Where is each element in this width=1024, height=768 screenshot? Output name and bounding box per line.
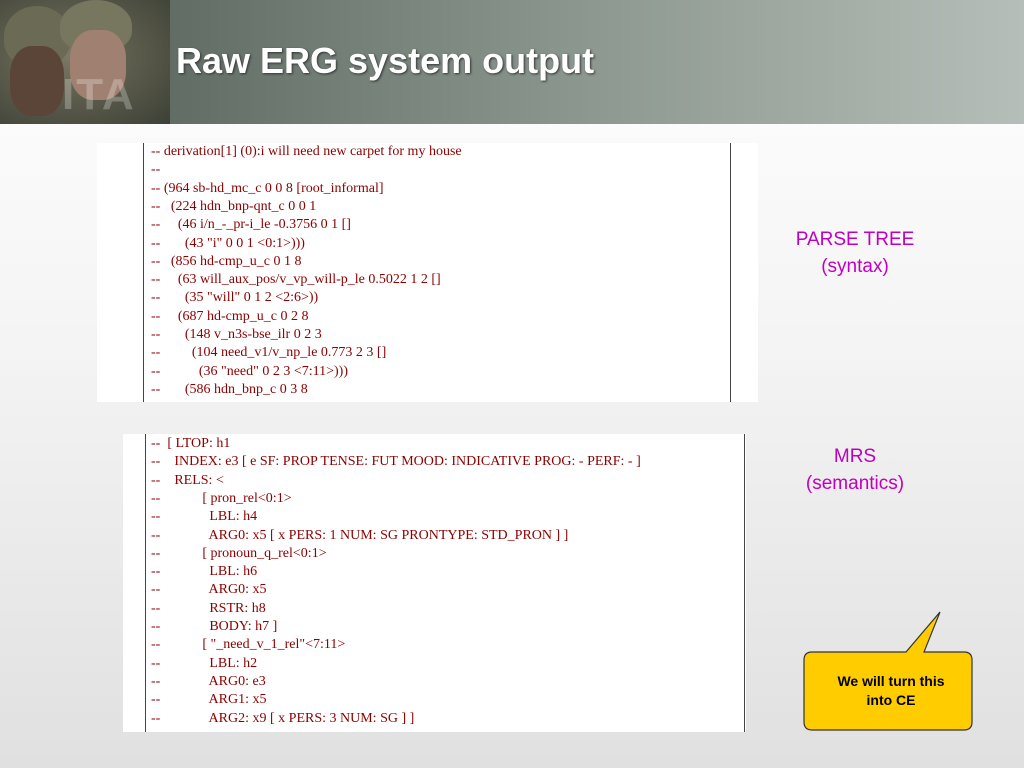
callout-line-2: into CE — [866, 692, 916, 708]
code-line: -- (148 v_n3s-bse_ilr 0 2 3 — [151, 327, 322, 342]
slide-title: Raw ERG system output — [176, 40, 595, 81]
code-line: -- BODY: h7 ] — [151, 619, 278, 634]
face-shape — [10, 46, 64, 116]
face-shape — [70, 30, 126, 100]
code-line: -- ARG1: x5 — [151, 692, 267, 708]
parse-tree-output: -- derivation[1] (0):i will need new car… — [97, 143, 758, 402]
code-line: -- (63 will_aux_pos/v_vp_will-p_le 0.502… — [151, 272, 441, 288]
code-line: -- LBL: h2 — [151, 655, 258, 671]
left-divider — [145, 434, 146, 732]
code-line: -- RSTR: h8 — [151, 600, 266, 616]
code-line: -- ARG0: x5 — [151, 582, 267, 598]
code-line: -- (586 hdn_bnp_c 0 3 8 — [151, 381, 308, 397]
code-line: -- LBL: h4 — [151, 509, 258, 525]
code-line: -- — [151, 162, 161, 178]
soldiers-photo — [0, 0, 170, 124]
code-line: -- (964 sb-hd_mc_c 0 0 8 [root_informal] — [151, 180, 384, 196]
parse-tree-label: PARSE TREE (syntax) — [770, 226, 940, 280]
mrs-label-title: MRS — [833, 446, 877, 467]
parse-tree-label-title: PARSE TREE — [795, 229, 915, 250]
code-line: -- ARG0: e3 — [151, 673, 266, 689]
code-line: -- derivation[1] (0):i will need new car… — [151, 144, 462, 159]
mrs-label-subtitle: (semantics) — [805, 473, 905, 494]
code-line: -- [ pron_rel<0:1> — [151, 490, 292, 506]
code-line: -- (856 hd-cmp_u_c 0 1 8 — [151, 253, 302, 269]
code-line: -- (46 i/n_-_pr-i_le -0.3756 0 1 [] — [151, 217, 351, 233]
code-line: -- (224 hdn_bnp-qnt_c 0 0 1 — [151, 198, 317, 214]
code-line: -- (36 "need" 0 2 3 <7:11>))) — [151, 363, 348, 379]
code-line: -- [ "_need_v_1_rel"<7:11> — [151, 637, 346, 653]
mrs-output: -- [ LTOP: h1 -- INDEX: e3 [ e SF: PROP T… — [123, 434, 746, 732]
code-line: -- (687 hd-cmp_u_c 0 2 8 — [151, 308, 309, 324]
mrs-label: MRS (semantics) — [770, 443, 940, 497]
code-line: -- LBL: h6 — [151, 564, 258, 580]
callout-line-1: We will turn this — [837, 673, 945, 689]
code-line: -- (104 need_v1/v_np_le 0.773 2 3 [] — [151, 345, 387, 361]
code-line: -- [ pronoun_q_rel<0:1> — [151, 545, 327, 561]
parse-tree-label-subtitle: (syntax) — [821, 256, 889, 277]
right-divider — [730, 143, 731, 402]
code-line: -- RELS: < — [151, 472, 224, 488]
callout-text: We will turn this into CE — [808, 672, 974, 710]
right-divider — [744, 434, 745, 732]
code-line: -- [ LTOP: h1 — [151, 436, 231, 451]
callout-shape — [803, 611, 973, 731]
ita-logo: ITA — [62, 70, 136, 119]
code-line: -- ARG2: x9 [ x PERS: 3 NUM: SG ] ] — [151, 710, 415, 726]
left-divider — [143, 143, 144, 402]
code-line: -- (35 "will" 0 1 2 <2:6>)) — [151, 290, 319, 306]
callout-box: We will turn this into CE — [800, 608, 980, 738]
code-line: -- (43 "i" 0 0 1 <0:1>))) — [151, 235, 305, 251]
code-line: -- ARG0: x5 [ x PERS: 1 NUM: SG PRONTYPE… — [151, 527, 569, 543]
header-banner: ITA Raw ERG system output — [0, 0, 1024, 124]
code-line: -- INDEX: e3 [ e SF: PROP TENSE: FUT MOO… — [151, 454, 641, 470]
